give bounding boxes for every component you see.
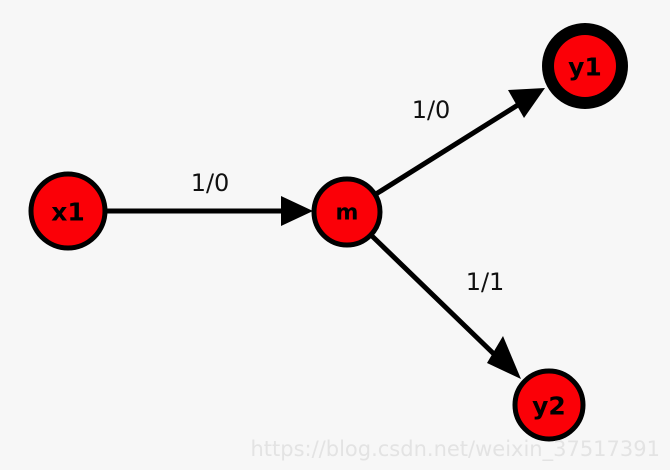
edge-label-m-y2: 1/1 — [466, 268, 505, 296]
node-label-m: m — [336, 201, 359, 226]
node-x1[interactable]: x1 — [28, 171, 108, 251]
node-label-y1: y1 — [568, 53, 602, 82]
node-y2[interactable]: y2 — [512, 368, 586, 442]
node-label-y2: y2 — [532, 392, 566, 421]
edge-line-m-y1 — [374, 100, 523, 197]
node-circle-x1 — [28, 171, 108, 251]
arrowhead-icon-m-y2 — [487, 336, 521, 379]
node-m[interactable]: m — [311, 176, 383, 248]
node-circle-y1 — [554, 35, 616, 97]
watermark-text: https://blog.csdn.net/weixin_37517391 — [250, 437, 660, 462]
node-circle-m — [311, 176, 383, 248]
edge-m-to-y2[interactable]: 1/1 — [370, 234, 521, 379]
node-circle-y2 — [512, 368, 586, 442]
edge-label-x1-m: 1/0 — [191, 169, 230, 197]
edge-m-to-y1[interactable]: 1/0 — [374, 88, 545, 197]
edge-label-m-y1: 1/0 — [412, 96, 451, 124]
node-label-x1: x1 — [51, 198, 85, 227]
node-y1[interactable]: y1 — [542, 23, 628, 109]
arrowhead-icon-m-y1 — [508, 88, 545, 118]
edge-line-m-y2 — [370, 234, 499, 359]
edge-x1-to-m[interactable]: 1/0 — [106, 169, 313, 226]
arrowhead-icon-x1-m — [281, 196, 313, 226]
